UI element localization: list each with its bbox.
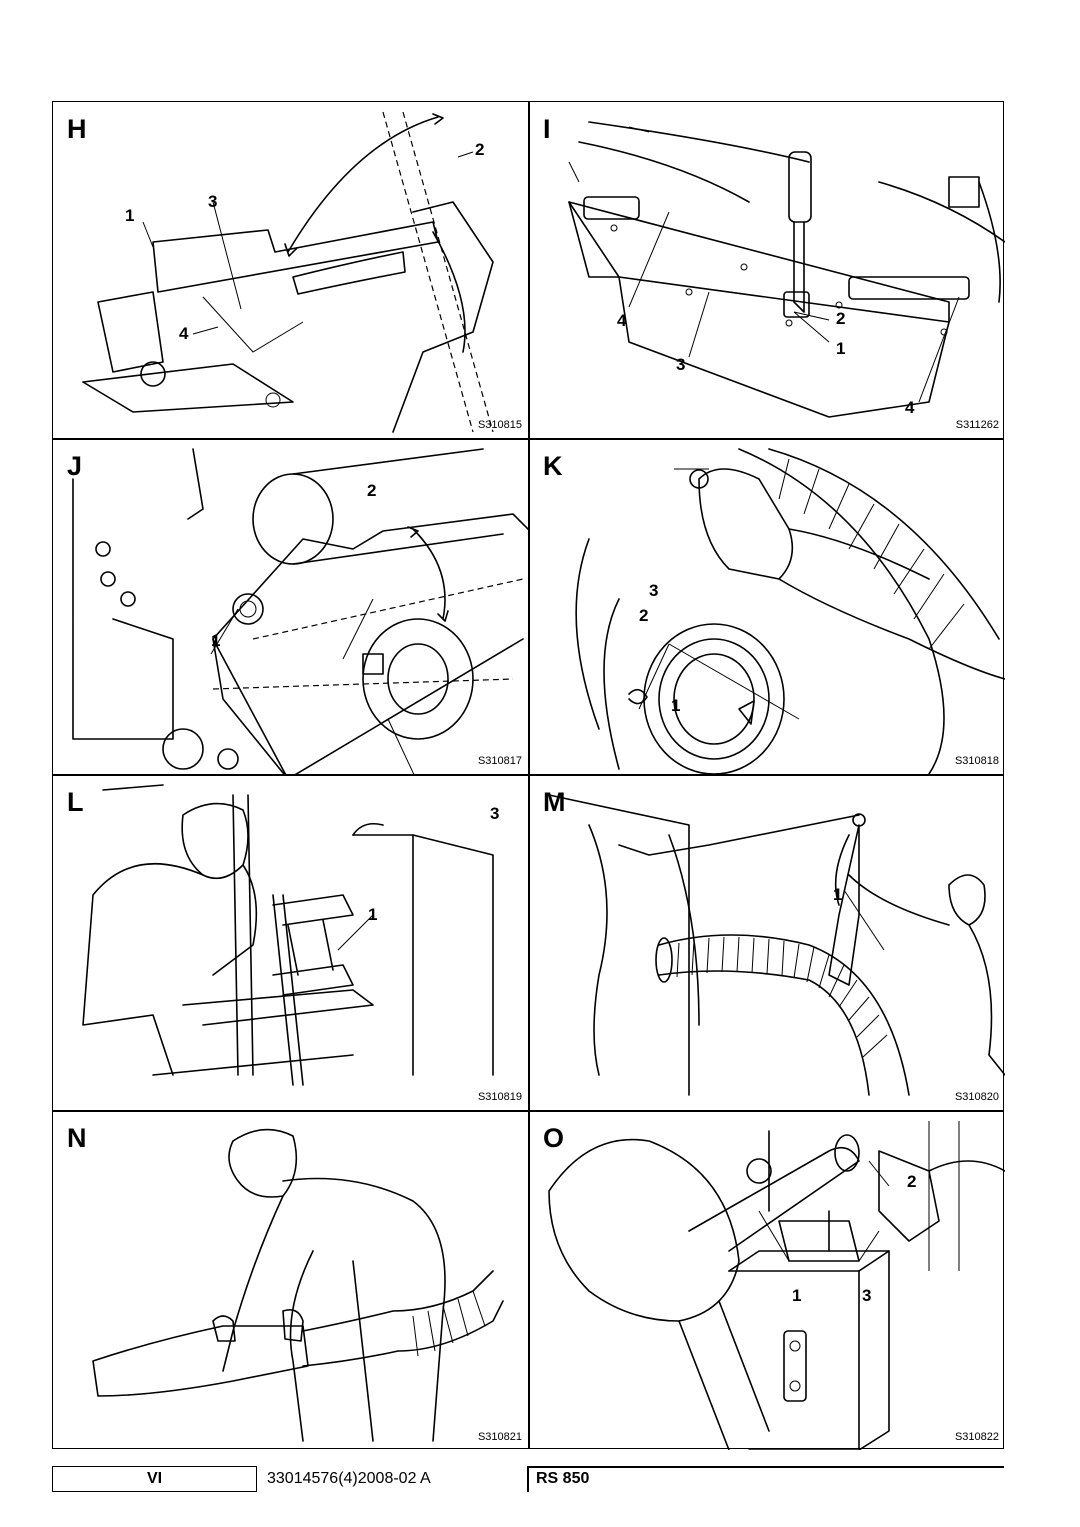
panel-k-drawing [575, 448, 1005, 774]
callout-label: 2 [475, 140, 485, 159]
callout-label: 1 [792, 1286, 802, 1305]
panel-l: L 1 S310819 [53, 775, 528, 1110]
panel-j-drawing [72, 448, 528, 774]
panel-letter: K [543, 451, 563, 481]
callout-label: 1 [368, 905, 378, 924]
panel-letter: I [543, 114, 551, 144]
panel-letter: J [67, 451, 83, 481]
panel-k: K 3 2 1 S310818 [529, 439, 1005, 774]
figure-code: S311262 [955, 419, 999, 431]
grid-divider-3 [53, 1110, 1003, 1112]
document-number: 33014576(4)2008-02 A [267, 1470, 431, 1487]
panel-letter: O [543, 1123, 565, 1153]
callout-label: 2 [639, 606, 649, 625]
panel-m-drawing [548, 794, 1005, 1096]
model-name: RS 850 [536, 1470, 590, 1487]
callout-label: 2 [367, 481, 377, 500]
panel-letter: M [543, 787, 566, 817]
panel-m: M 1 S310820 [529, 775, 1005, 1110]
callout-label: 2 [836, 309, 846, 328]
page-footer: VI 33014576(4)2008-02 A RS 850 [52, 1466, 1004, 1492]
callout-label: 3 [676, 355, 686, 374]
figure-code: S310819 [477, 1091, 522, 1103]
footer-rule [528, 1466, 1004, 1468]
figure-code: S310815 [477, 419, 522, 431]
panel-letter: L [67, 787, 84, 817]
callout-label: 1 [671, 696, 681, 715]
callout-label: 1 [211, 631, 221, 650]
callout-label: 1 [125, 206, 135, 225]
callout-label: 2 [907, 1172, 917, 1191]
panel-h: H 2 1 3 4 S310815 [53, 102, 528, 438]
panel-n: N S310821 [53, 1111, 528, 1450]
panel-o: O 2 1 3 S310822 [529, 1111, 1005, 1450]
illustration-grid: H 2 1 3 4 S310815 [52, 101, 1005, 1450]
panel-i-drawing [568, 121, 1005, 418]
callout-label: 3 [208, 192, 218, 211]
grid-divider-1 [53, 438, 1003, 440]
callout-label: 1 [833, 885, 843, 904]
panel-h-drawing [82, 111, 494, 433]
figure-code: S310821 [477, 1431, 522, 1443]
callout-label: 3 [649, 581, 659, 600]
panel-letter: N [67, 1123, 87, 1153]
page-number: VI [52, 1466, 257, 1492]
callout-label: 4 [617, 311, 627, 330]
callout-label: 3 [490, 804, 500, 823]
callout-label: 1 [836, 339, 846, 358]
figure-code: S310818 [954, 755, 999, 767]
grid-divider-2 [53, 774, 1003, 776]
callout-label: 4 [179, 324, 189, 343]
panel-letter: H [67, 114, 87, 144]
callout-label: 4 [905, 398, 915, 417]
footer-separator [527, 1466, 529, 1492]
figure-code: S310822 [954, 1431, 999, 1443]
panel-l-drawing [82, 784, 494, 1086]
figure-code: S310817 [477, 755, 522, 767]
panel-j: J 2 1 3 S310817 [53, 439, 528, 823]
panel-i: I 4 2 1 3 4 S311262 [529, 102, 1005, 438]
panel-n-drawing [92, 1128, 504, 1442]
callout-label: 3 [862, 1286, 872, 1305]
panel-o-drawing [548, 1121, 1005, 1450]
figure-code: S310820 [954, 1091, 999, 1103]
